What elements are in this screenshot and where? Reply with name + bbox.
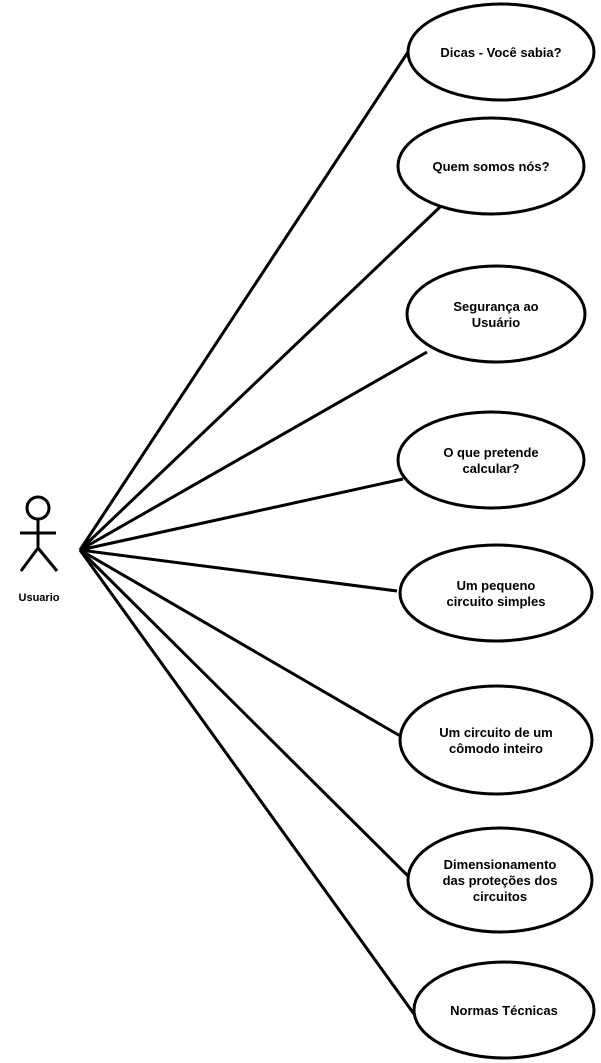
actor-usuario[interactable]: Usuario <box>19 495 60 604</box>
use-case-label: das proteções dos <box>443 873 558 888</box>
use-case-label: cômodo inteiro <box>449 741 543 756</box>
actor-right-leg <box>36 547 59 572</box>
use-case-ellipse <box>405 264 587 364</box>
use-case-label: Dimensionamento <box>444 857 557 872</box>
use-case[interactable]: Quem somos nós? <box>396 116 586 216</box>
use-case-label: circuitos <box>473 889 527 904</box>
association-line <box>79 477 404 552</box>
use-case[interactable]: Dicas - Você sabia? <box>406 2 596 102</box>
actor-label: Usuario <box>19 592 60 604</box>
use-case-label: Usuário <box>472 315 520 330</box>
use-case-label: Um circuito de um <box>439 725 552 740</box>
association-line <box>78 549 416 1015</box>
use-case-label: calcular? <box>462 461 519 476</box>
association-line <box>78 205 442 552</box>
use-case-ellipse <box>396 410 586 510</box>
use-case-label: Dicas - Você sabia? <box>440 45 561 60</box>
use-case-ellipse <box>398 684 594 796</box>
use-case-ellipse <box>396 116 586 216</box>
use-case-label: Quem somos nós? <box>432 159 549 174</box>
association-line <box>78 48 412 551</box>
actor-head <box>25 495 51 521</box>
association-line <box>79 548 403 739</box>
actor-left-leg <box>19 547 40 572</box>
use-case-ellipse <box>398 543 594 643</box>
association-line <box>79 548 398 593</box>
use-case-ellipse <box>406 2 596 102</box>
use-case-ellipse <box>412 960 596 1060</box>
association-line <box>79 350 428 552</box>
associations <box>78 48 442 1015</box>
use-case-ellipse <box>406 826 594 934</box>
use-case-label: Um pequeno <box>457 578 536 593</box>
use-case-label: circuito simples <box>447 594 546 609</box>
use-case-label: Segurança ao <box>453 299 538 314</box>
use-cases: Dicas - Você sabia? Quem somos nós? Segura… <box>396 2 596 1060</box>
association-line <box>78 548 412 880</box>
use-case[interactable]: Normas Técnicas <box>412 960 596 1060</box>
use-case-label: Normas Técnicas <box>450 1003 558 1018</box>
use-case-label: O que pretende <box>443 445 538 460</box>
